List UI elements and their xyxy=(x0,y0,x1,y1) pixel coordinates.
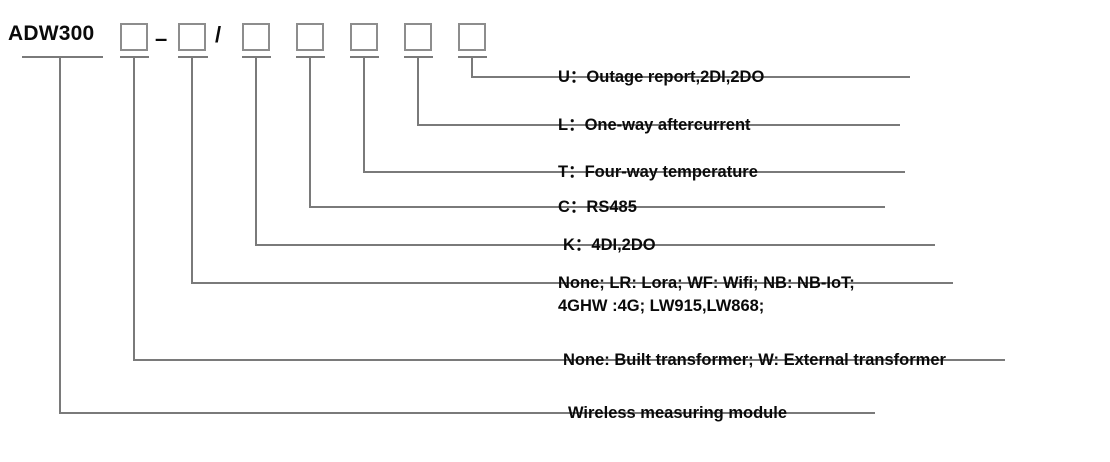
legend-text-line1: U：Outage report,2DI,2DO xyxy=(558,68,765,86)
legend-text-line1: Wireless measuring module xyxy=(568,404,788,422)
legend-item-outage-report: U：Outage report,2DI,2DO xyxy=(558,66,764,89)
legend-text-line1: T：Four-way temperature xyxy=(558,163,758,181)
legend-text-line1: L：One-way aftercurrent xyxy=(558,116,751,134)
legend-text-line2: 4GHW :4G; LW915,LW868; xyxy=(558,297,765,315)
leader-box-1 xyxy=(120,56,1005,361)
legend-item-wireless-type: None; LR: Lora; WF: Wifi; NB: NB-IoT; 4G… xyxy=(558,272,855,318)
legend-item-wireless-module: Wireless measuring module xyxy=(568,402,787,425)
leader-box-6 xyxy=(404,56,900,126)
legend-item-temperature: T：Four-way temperature xyxy=(558,161,758,184)
legend-item-aftercurrent: L：One-way aftercurrent xyxy=(558,114,751,137)
code-box-2[interactable] xyxy=(178,23,206,51)
code-box-5[interactable] xyxy=(350,23,378,51)
model-prefix: ADW300 xyxy=(8,22,95,45)
leader-box-2 xyxy=(178,56,953,284)
legend-text-line1: C：RS485 xyxy=(558,198,637,216)
legend-text-line1: K：4DI,2DO xyxy=(563,236,656,254)
separator-dash: – xyxy=(155,26,168,51)
leader-box-5 xyxy=(350,56,905,173)
legend-item-rs485: C：RS485 xyxy=(558,196,637,219)
code-box-7[interactable] xyxy=(458,23,486,51)
legend-item-transformer: None: Built transformer; W: External tra… xyxy=(563,349,946,372)
code-box-1[interactable] xyxy=(120,23,148,51)
leader-box-4 xyxy=(296,56,885,208)
code-box-3[interactable] xyxy=(242,23,270,51)
code-box-4[interactable] xyxy=(296,23,324,51)
leader-box-3 xyxy=(242,56,935,246)
code-box-6[interactable] xyxy=(404,23,432,51)
leader-box-7 xyxy=(458,56,910,78)
separator-slash: / xyxy=(215,22,222,47)
legend-text-line1: None: Built transformer; W: External tra… xyxy=(563,351,946,369)
legend-text-line1: None; LR: Lora; WF: Wifi; NB: NB-IoT; xyxy=(558,274,855,292)
legend-item-di-do: K：4DI,2DO xyxy=(563,234,656,257)
leader-model-prefix xyxy=(22,56,875,414)
